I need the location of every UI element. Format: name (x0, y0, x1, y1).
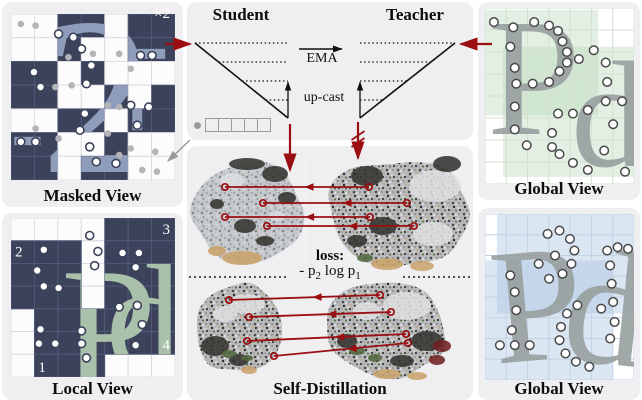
crop-number: 2 (15, 245, 23, 261)
teacher-label: Teacher (386, 5, 444, 24)
svg-text:d: d (571, 31, 634, 184)
self-distillation-label: Self-Distillation (273, 379, 387, 398)
times-two-badge: ×2 (154, 6, 170, 22)
upcast-label: up-cast (303, 90, 345, 105)
svg-text:P: P (487, 8, 580, 171)
formula-sub-2: 2 (315, 270, 322, 282)
masked-view-label: Masked View (43, 186, 142, 205)
student-label: Student (212, 5, 270, 24)
token-square-icon (244, 118, 258, 132)
crop-number: 1 (38, 360, 46, 376)
masked-view-panel: 2 ×2 Masked View (2, 2, 183, 207)
token-square-icon (205, 118, 219, 132)
crop-number: 4 (163, 337, 171, 353)
global-view-top-label: Global View (514, 179, 604, 198)
token-square-icon (257, 118, 271, 132)
point-token-legend (194, 118, 271, 132)
global-view-bottom-figure: Pd (485, 214, 634, 380)
distillation-figure (189, 156, 471, 380)
token-square-icon (218, 118, 232, 132)
student-teacher-panel: Student Teacher EMA up-cast (187, 2, 473, 140)
ema-label: EMA (306, 51, 338, 66)
pipeline-figure (194, 42, 456, 119)
formula-middle: log p (321, 263, 356, 279)
self-distillation-panel: loss: - p2 log p1 Self-Distillation (187, 146, 473, 400)
token-square-icon (231, 118, 245, 132)
formula-sub-1: 1 (355, 270, 361, 282)
local-view-label: Local View (52, 379, 133, 398)
global-view-top-figure: Pd (485, 8, 634, 184)
point-dot-icon (194, 121, 201, 129)
loss-formula: - p2 log p1 (187, 263, 473, 282)
masked-view-figure: 2 (11, 14, 175, 180)
crop-number: 3 (163, 222, 171, 238)
loss-label: loss: (315, 248, 345, 264)
global-view-bottom-label: Global View (514, 379, 604, 398)
formula-prefix: - p (299, 263, 316, 279)
